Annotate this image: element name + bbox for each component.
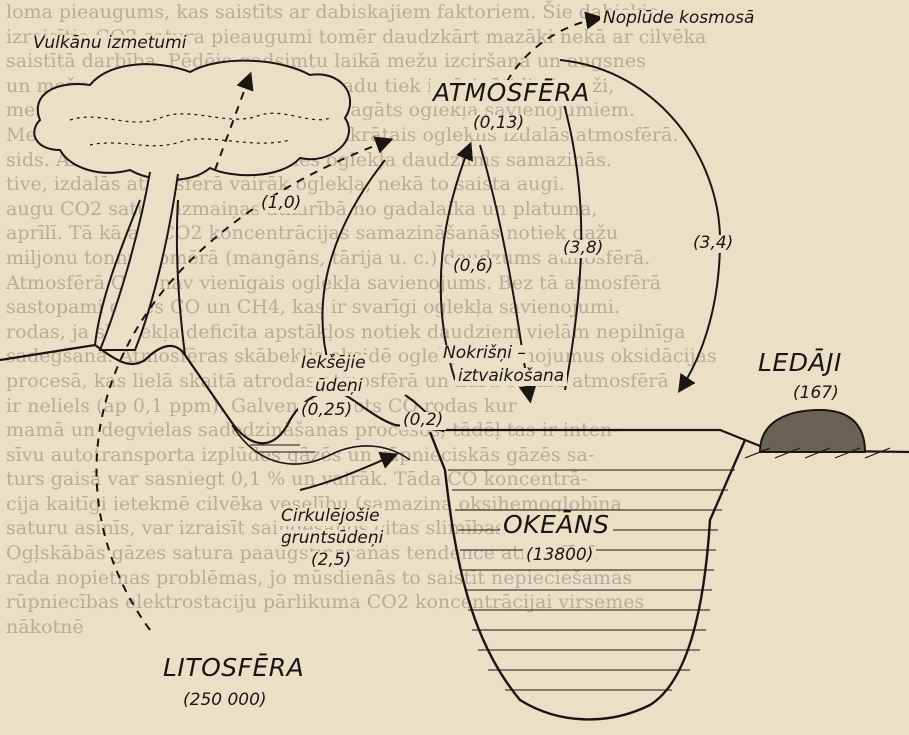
value-groundwater: (2,5): [308, 552, 354, 570]
label-volcano-emissions: Vulkānu izmetumi: [30, 35, 189, 53]
value-ocean-down-flux: (3,8): [560, 240, 606, 258]
value-lithosphere: (250 000): [180, 692, 270, 710]
value-ocean: (13800): [523, 547, 596, 565]
glacier-mound: [760, 410, 865, 452]
value-atmosphere: (0,13): [470, 115, 527, 133]
ocean-basin: [430, 432, 745, 719]
label-precip-1: Nokrišņi –: [440, 345, 529, 363]
label-groundwater-2: gruntsūdeņi: [278, 530, 386, 548]
arrow-atmo-ocean-right: [560, 60, 720, 390]
label-space-leak: Noplūde kosmosā: [600, 10, 757, 28]
label-inland-waters-1: Iekšējie: [298, 355, 369, 373]
value-ocean-up-flux: (3,4): [690, 235, 736, 253]
value-volcano-flux: (1,0): [258, 195, 304, 213]
arrow-atmo-to-inner: [322, 160, 385, 370]
label-ocean: OKEĀNS: [500, 512, 613, 538]
value-surface-flux: (0,6): [450, 258, 496, 276]
value-glaciers: (167): [790, 385, 842, 403]
label-lithosphere: LITOSFĒRA: [160, 655, 307, 681]
label-groundwater-1: Cirkulējošie: [278, 508, 383, 526]
label-glaciers: LEDĀJI: [755, 350, 845, 376]
label-inland-waters-2: ūdeņi: [312, 378, 366, 396]
label-atmosphere: ATMOSFĒRA: [430, 80, 593, 106]
label-precip-2: iztvaikošana: [455, 368, 567, 386]
value-inland-waters: (0,25): [298, 402, 355, 420]
volcano-plume: [34, 61, 350, 180]
inland-water: [232, 425, 410, 464]
arrow-groundwater: [300, 455, 395, 490]
value-runoff: (0,2): [400, 412, 446, 430]
volcano-stem: [100, 172, 178, 350]
